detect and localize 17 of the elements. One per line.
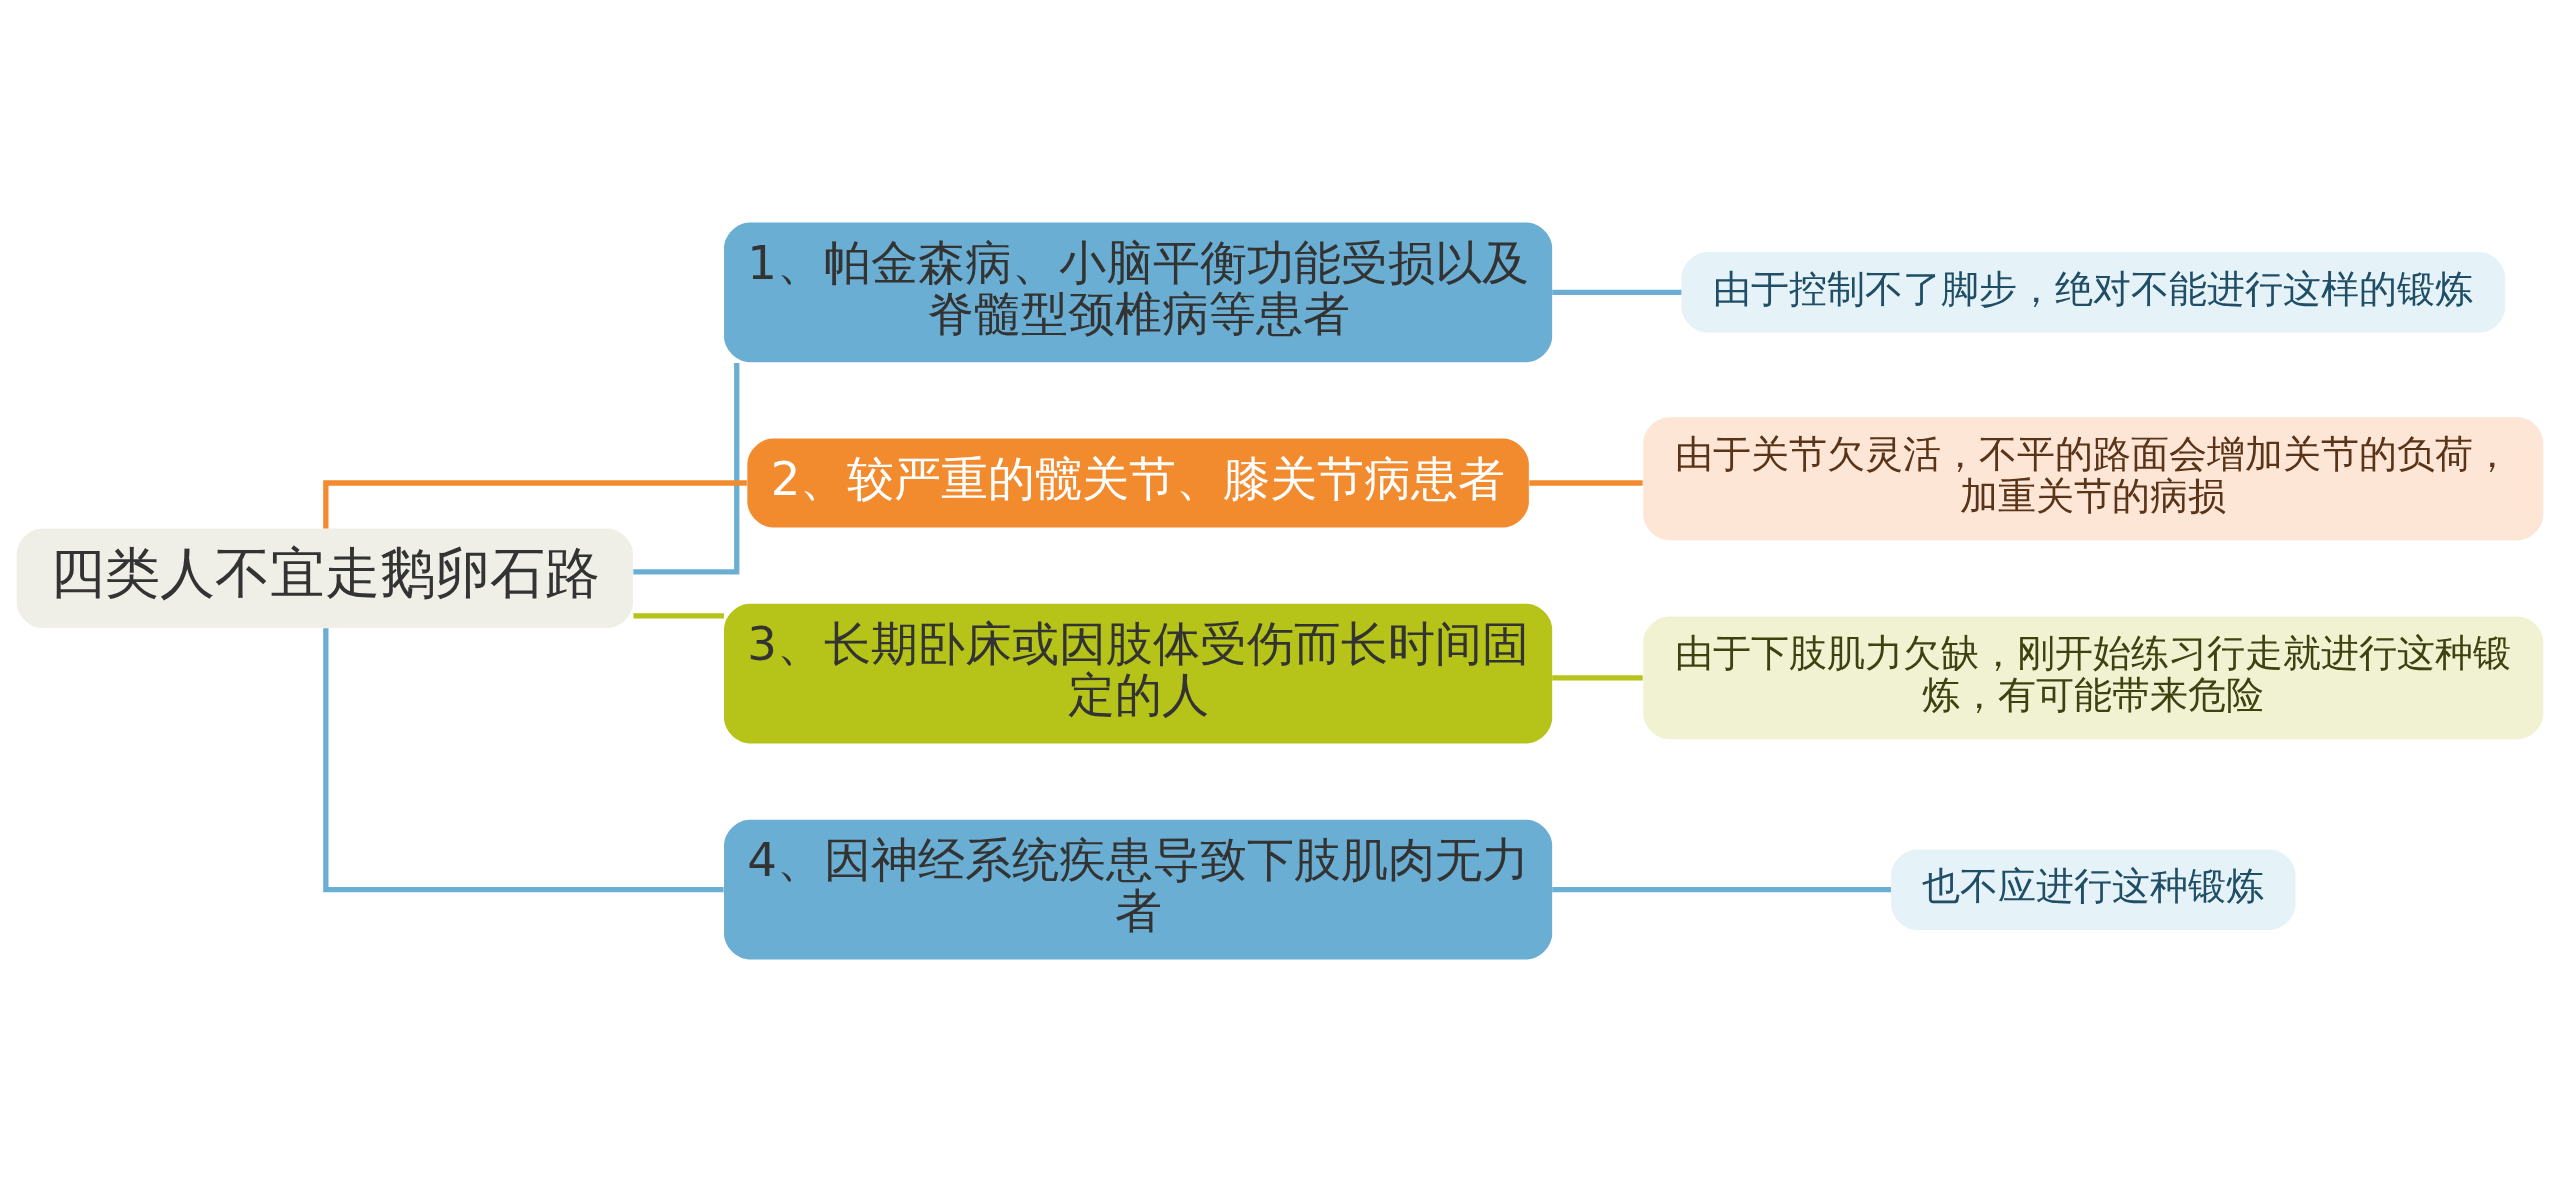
- node-box: 1、帕金森病、小脑平衡功能受损以及脊髓型颈椎病等患者: [724, 221, 1553, 362]
- node-box: 由于控制不了脚步，绝对不能进行这样的锻炼: [1681, 251, 2506, 333]
- connector: [633, 612, 724, 619]
- connector: [633, 362, 740, 575]
- node-box: 3、长期卧床或因肢体受伤而长时间固定的人: [724, 603, 1553, 743]
- connector: [1552, 674, 1643, 680]
- node-box: 2、较严重的髋关节、膝关节病患者: [747, 438, 1529, 527]
- connector: [1529, 479, 1643, 486]
- connector: [1552, 886, 1891, 892]
- connector: [323, 627, 724, 892]
- node-box: 也不应进行这种锻炼: [1891, 848, 2296, 930]
- connector: [1552, 289, 1682, 295]
- connector: [323, 479, 747, 528]
- node-box: 4、因神经系统疾患导致下肢肌肉无力者: [724, 819, 1553, 960]
- node-box: 四类人不宜走鹅卵石路: [16, 528, 633, 628]
- node-box: 由于下肢肌力欠缺，刚开始练习行走就进行这种锻炼，有可能带来危险: [1643, 615, 2544, 739]
- node-box: 由于关节欠灵活，不平的路面会增加关节的负荷，加重关节的病损: [1643, 416, 2544, 540]
